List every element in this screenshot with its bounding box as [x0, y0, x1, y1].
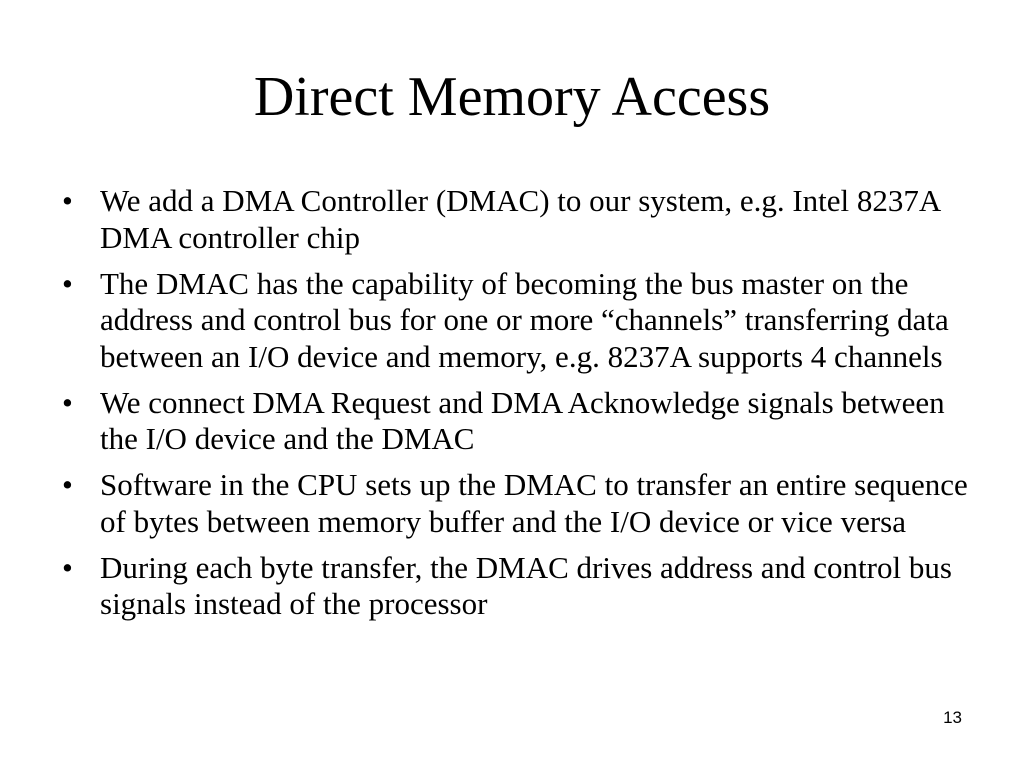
bullet-icon: • — [62, 384, 73, 420]
bullet-icon: • — [62, 467, 73, 502]
bullet-item: • We connect DMA Request and DMA Acknowl… — [62, 385, 982, 458]
bullet-item: • The DMAC has the capability of becomin… — [62, 266, 982, 376]
slide-title: Direct Memory Access — [253, 66, 771, 128]
bullet-list: • We add a DMA Controller (DMAC) to our … — [62, 183, 982, 632]
bullet-text: During each byte transfer, the DMAC driv… — [100, 549, 952, 622]
bullet-icon: • — [62, 183, 73, 218]
bullet-text: Software in the CPU sets up the DMAC to … — [100, 467, 968, 539]
bullet-item: • Software in the CPU sets up the DMAC t… — [62, 467, 982, 540]
bullet-text: We add a DMA Controller (DMAC) to our sy… — [100, 183, 940, 255]
bullet-text: The DMAC has the capability of becoming … — [100, 265, 949, 374]
bullet-text: We connect DMA Request and DMA Acknowled… — [100, 384, 945, 457]
page-number: 13 — [943, 708, 962, 727]
bullet-item: • During each byte transfer, the DMAC dr… — [62, 550, 982, 623]
bullet-icon: • — [62, 549, 73, 585]
bullet-icon: • — [62, 265, 73, 301]
bullet-item: • We add a DMA Controller (DMAC) to our … — [62, 183, 982, 256]
